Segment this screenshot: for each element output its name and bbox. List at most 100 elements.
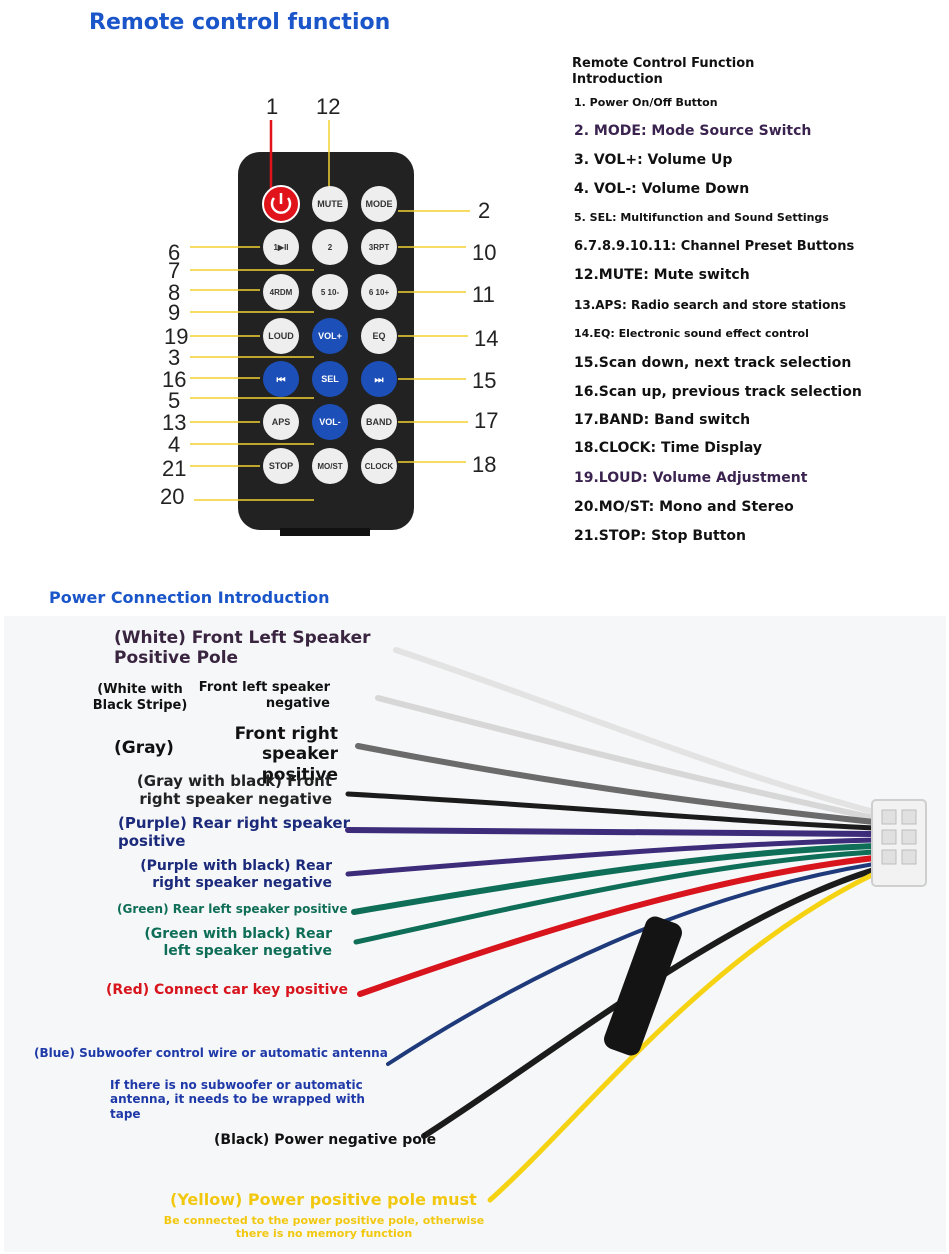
prev-track-button[interactable]: ⏮ xyxy=(263,361,299,397)
svg-text:MODE: MODE xyxy=(366,199,393,209)
callout-lines xyxy=(190,120,470,501)
aps-button[interactable]: APS xyxy=(263,404,299,440)
callout-8: 8 xyxy=(168,280,180,305)
function-item-8: 13.APS: Radio search and store stations xyxy=(574,298,847,312)
function-item-13: 18.CLOCK: Time Display xyxy=(574,440,763,456)
wire-green-black xyxy=(353,849,877,945)
function-item-5: 5. SEL: Multifunction and Sound Settings xyxy=(574,211,829,224)
stop-button[interactable]: STOP xyxy=(263,448,299,484)
clock-button[interactable]: CLOCK xyxy=(361,448,397,484)
mode-button[interactable]: MODE xyxy=(361,186,397,222)
label-yellow-wire: (Yellow) Power positive pole must xyxy=(170,1190,477,1209)
callout-numbers: 1 12 2 6 7 8 9 19 3 16 5 13 4 21 20 10 1… xyxy=(160,94,498,509)
callout-2: 2 xyxy=(478,198,490,223)
loud-button[interactable]: LOUD xyxy=(263,318,299,354)
svg-text:4RDM: 4RDM xyxy=(270,288,293,297)
label-white-black-desc: Front left speaker negative xyxy=(198,680,330,711)
callout-18: 18 xyxy=(472,452,496,477)
button-6-10-plus[interactable]: 6 10+ xyxy=(361,274,397,310)
callout-20: 20 xyxy=(160,484,184,509)
eq-button[interactable]: EQ xyxy=(361,318,397,354)
function-item-11: 16.Scan up, previous track selection xyxy=(574,384,862,400)
function-item-16: 21.STOP: Stop Button xyxy=(574,528,746,544)
wire-gray-black xyxy=(345,791,877,831)
wire-gray xyxy=(355,743,877,825)
button-1-play-pause[interactable]: 1▶II xyxy=(263,229,299,265)
callout-11: 11 xyxy=(472,282,495,307)
svg-text:5 10-: 5 10- xyxy=(321,288,340,297)
wire-green xyxy=(351,843,877,915)
svg-text:VOL+: VOL+ xyxy=(318,331,342,341)
button-4-rdm[interactable]: 4RDM xyxy=(263,274,299,310)
svg-text:LOUD: LOUD xyxy=(268,331,294,341)
callout-7: 7 xyxy=(168,258,180,283)
button-2[interactable]: 2 xyxy=(312,229,348,265)
function-item-10: 15.Scan down, next track selection xyxy=(574,355,852,371)
label-gray-black-wire: (Gray with black) Front right speaker ne… xyxy=(136,772,332,808)
mute-button[interactable]: MUTE xyxy=(312,186,348,222)
mo-st-button[interactable]: MO/ST xyxy=(312,448,348,484)
svg-text:APS: APS xyxy=(272,417,291,427)
callout-4: 4 xyxy=(168,432,180,457)
callout-21: 21 xyxy=(162,456,186,481)
svg-text:EQ: EQ xyxy=(372,331,385,341)
fuse-holder-icon xyxy=(604,916,682,1056)
callout-13: 13 xyxy=(162,410,186,435)
wire-white-black xyxy=(375,695,877,821)
svg-text:STOP: STOP xyxy=(269,461,293,471)
function-item-2: 2. MODE: Mode Source Switch xyxy=(574,123,812,139)
function-item-14: 19.LOUD: Volume Adjustment xyxy=(574,470,808,486)
wire-purple-black xyxy=(345,837,877,877)
svg-text:SEL: SEL xyxy=(321,374,339,384)
label-white-black-color: (White with Black Stripe) xyxy=(92,682,188,713)
label-green-wire: (Green) Rear left speaker positive xyxy=(117,902,348,916)
function-item-1: 1. Power On/Off Button xyxy=(574,96,718,109)
label-purple-wire: (Purple) Rear right speaker positive xyxy=(118,814,350,850)
next-track-button[interactable]: ⏭ xyxy=(361,361,397,397)
label-blue-wire: (Blue) Subwoofer control wire or automat… xyxy=(34,1046,388,1060)
svg-text:2: 2 xyxy=(328,243,333,252)
function-item-7: 12.MUTE: Mute switch xyxy=(574,267,750,283)
svg-text:VOL-: VOL- xyxy=(319,417,341,427)
callout-14: 14 xyxy=(474,326,498,351)
power-button[interactable] xyxy=(262,185,300,223)
callout-19: 19 xyxy=(164,324,188,349)
label-red-wire: (Red) Connect car key positive xyxy=(106,982,348,998)
svg-text:BAND: BAND xyxy=(366,417,392,427)
wire-blue xyxy=(386,862,876,1066)
label-blue-note: If there is no subwoofer or automatic an… xyxy=(110,1078,365,1121)
svg-text:⏭: ⏭ xyxy=(375,375,384,386)
callout-9: 9 xyxy=(168,300,180,325)
callout-16: 16 xyxy=(162,367,186,392)
function-item-4: 4. VOL-: Volume Down xyxy=(574,181,750,197)
band-button[interactable]: BAND xyxy=(361,404,397,440)
remote-battery-cap xyxy=(280,528,370,536)
callout-6: 6 xyxy=(168,240,180,265)
svg-text:CLOCK: CLOCK xyxy=(365,462,394,471)
wire-red xyxy=(357,855,877,997)
harness-connector-icon xyxy=(871,799,927,887)
svg-text:6 10+: 6 10+ xyxy=(369,288,390,297)
label-yellow-note: Be connected to the power positive pole,… xyxy=(163,1214,485,1241)
callout-3: 3 xyxy=(168,345,180,370)
vol-down-button[interactable]: VOL- xyxy=(312,404,348,440)
wiring-diagram: (White) Front Left Speaker Positive Pole… xyxy=(4,616,946,1252)
button-5-10-minus[interactable]: 5 10- xyxy=(312,274,348,310)
function-list-heading: Remote Control Function Introduction xyxy=(572,56,755,87)
label-purple-black-wire: (Purple with black) Rear right speaker n… xyxy=(140,858,332,891)
callout-12: 12 xyxy=(316,94,340,119)
svg-text:3RPT: 3RPT xyxy=(369,243,390,252)
callout-10: 10 xyxy=(472,240,496,265)
sel-button[interactable]: SEL xyxy=(312,361,348,397)
vol-up-button[interactable]: VOL+ xyxy=(312,318,348,354)
wire-purple xyxy=(345,827,877,837)
label-gray-color: (Gray) xyxy=(114,738,174,758)
function-item-3: 3. VOL+: Volume Up xyxy=(574,152,733,168)
button-3-rpt[interactable]: 3RPT xyxy=(361,229,397,265)
label-white-wire: (White) Front Left Speaker Positive Pole xyxy=(114,628,371,669)
wire-white xyxy=(393,647,877,815)
remote-control-illustration: 1 12 2 6 7 8 9 19 3 16 5 13 4 21 20 10 1… xyxy=(160,94,498,536)
power-icon xyxy=(270,197,292,214)
svg-text:MUTE: MUTE xyxy=(317,199,343,209)
wire-yellow xyxy=(487,871,877,1203)
